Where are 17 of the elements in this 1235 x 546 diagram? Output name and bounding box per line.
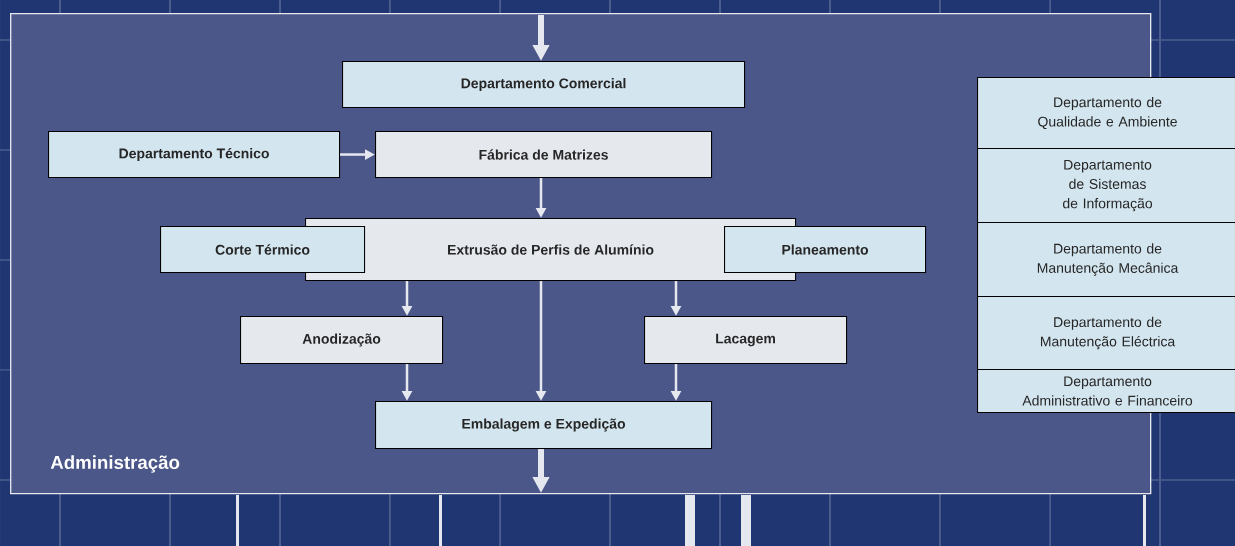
- process-box: Anodização: [240, 316, 444, 365]
- process-box: Lacagem: [644, 316, 848, 365]
- department-box: Departamento de Manutenção Eléctrica: [977, 296, 1235, 371]
- process-box: Planeamento: [724, 226, 927, 274]
- process-box: Departamento Técnico: [48, 131, 341, 179]
- process-box: Embalagem e Expedição: [375, 401, 713, 450]
- process-box: Departamento Comercial: [342, 61, 746, 109]
- department-box: Departamento Administrativo e Financeiro: [977, 369, 1235, 414]
- node-label: Departamento de Qualidade e Ambiente: [1038, 96, 1177, 130]
- process-box: Fábrica de Matrizes: [375, 131, 713, 179]
- panel-heading: Administração: [50, 455, 180, 473]
- node-label: Departamento de Manutenção Mecânica: [1037, 243, 1179, 276]
- process-box: Corte Térmico: [160, 226, 366, 274]
- department-box: Departamento de Qualidade e Ambiente: [977, 77, 1235, 150]
- node-label: Departamento Administrativo e Financeiro: [1022, 376, 1193, 406]
- department-box: Departamento de Sistemas de Informação: [977, 148, 1235, 224]
- department-box: Departamento de Manutenção Mecânica: [977, 222, 1235, 298]
